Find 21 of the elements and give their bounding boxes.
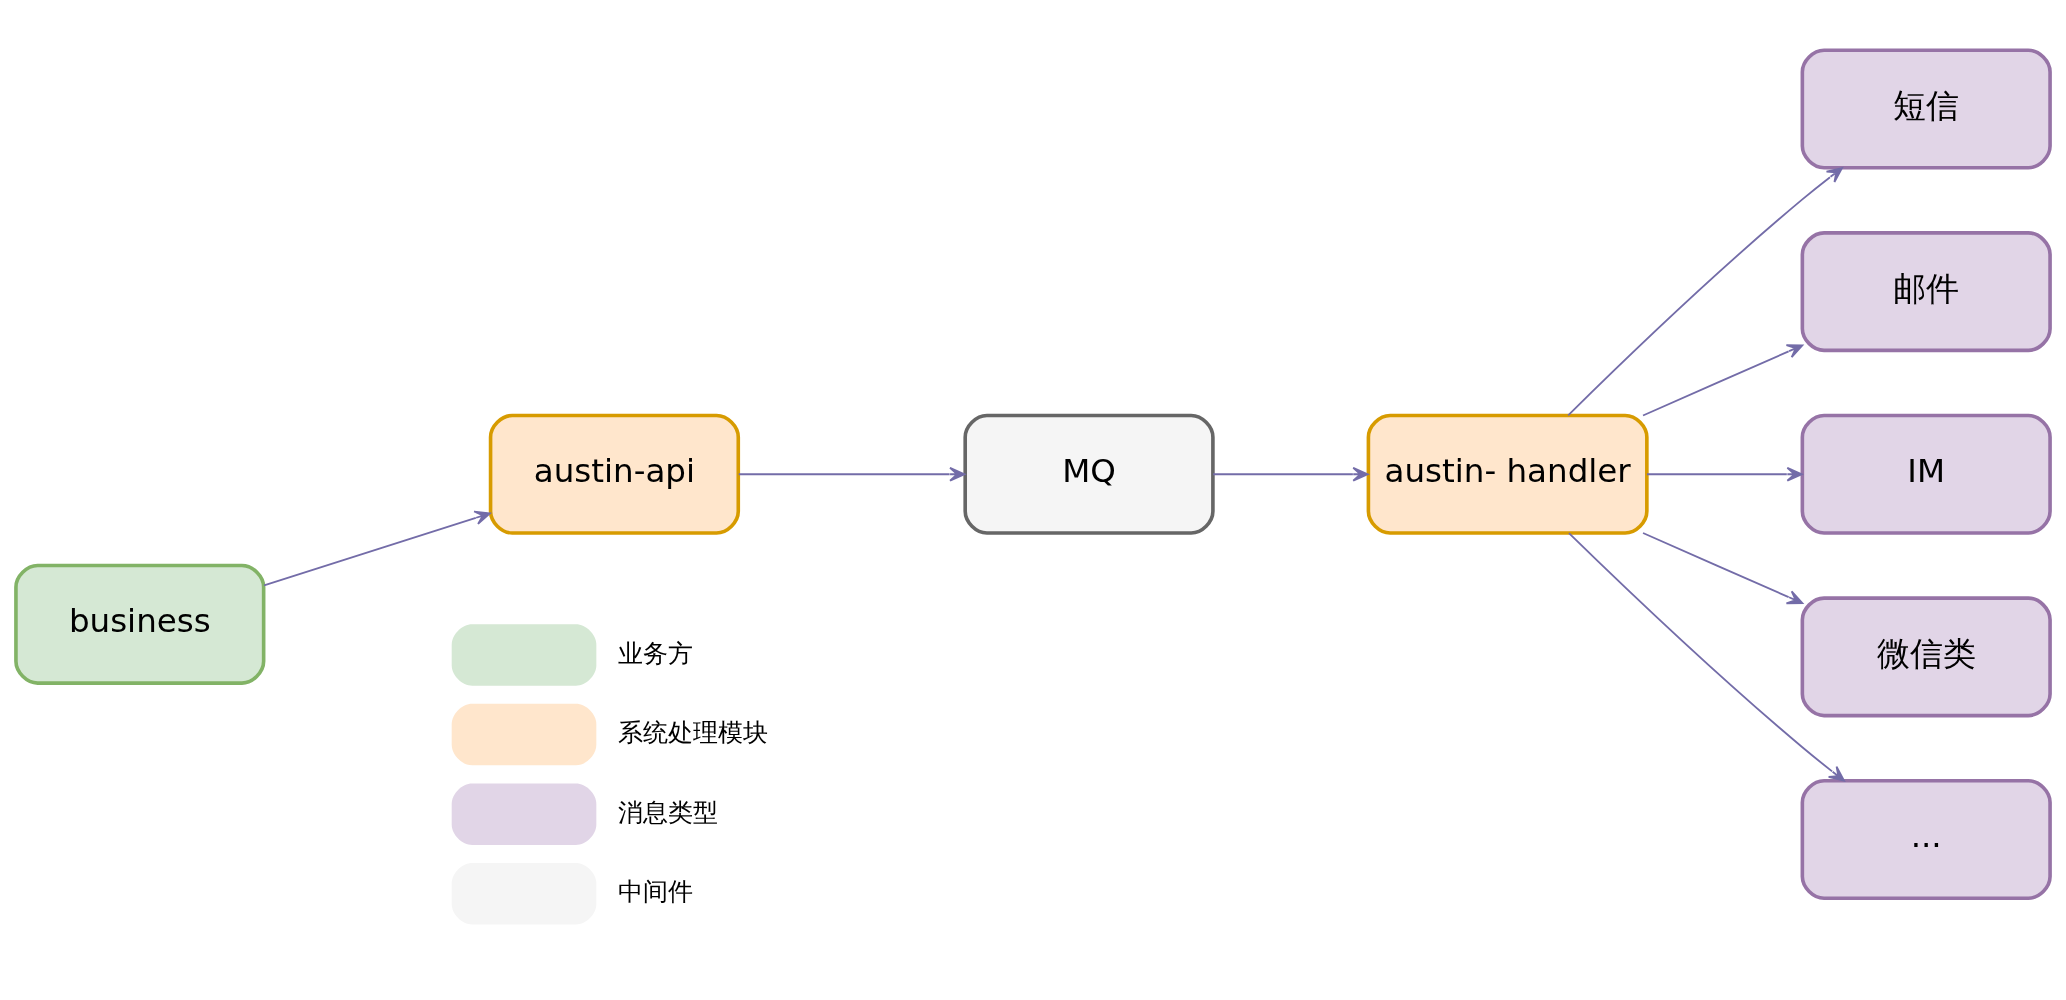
node-box: austin-api xyxy=(488,413,741,535)
arrow xyxy=(1567,167,1843,417)
arrow xyxy=(1642,532,1804,605)
node-box: IM xyxy=(1800,413,2052,535)
arrow xyxy=(1212,466,1369,482)
node-box: 邮件 xyxy=(1800,231,2052,353)
node-box: austin- handler xyxy=(1366,413,1649,535)
node-box: business xyxy=(14,563,266,685)
node-box: 微信类 xyxy=(1800,596,2052,718)
legend-label: 中间件 xyxy=(618,877,694,907)
arrow xyxy=(1646,466,1803,482)
arrow xyxy=(263,510,491,587)
node-box: MQ xyxy=(963,413,1215,535)
node-box: ... xyxy=(1800,778,2052,901)
node-box: 短信 xyxy=(1800,48,2052,170)
arrow xyxy=(1568,532,1845,782)
legend-label: 业务方 xyxy=(618,638,694,668)
arrow xyxy=(1642,344,1804,417)
legend-label: 消息类型 xyxy=(618,797,719,827)
legend-label: 系统处理模块 xyxy=(618,718,769,748)
arrow xyxy=(737,466,966,482)
